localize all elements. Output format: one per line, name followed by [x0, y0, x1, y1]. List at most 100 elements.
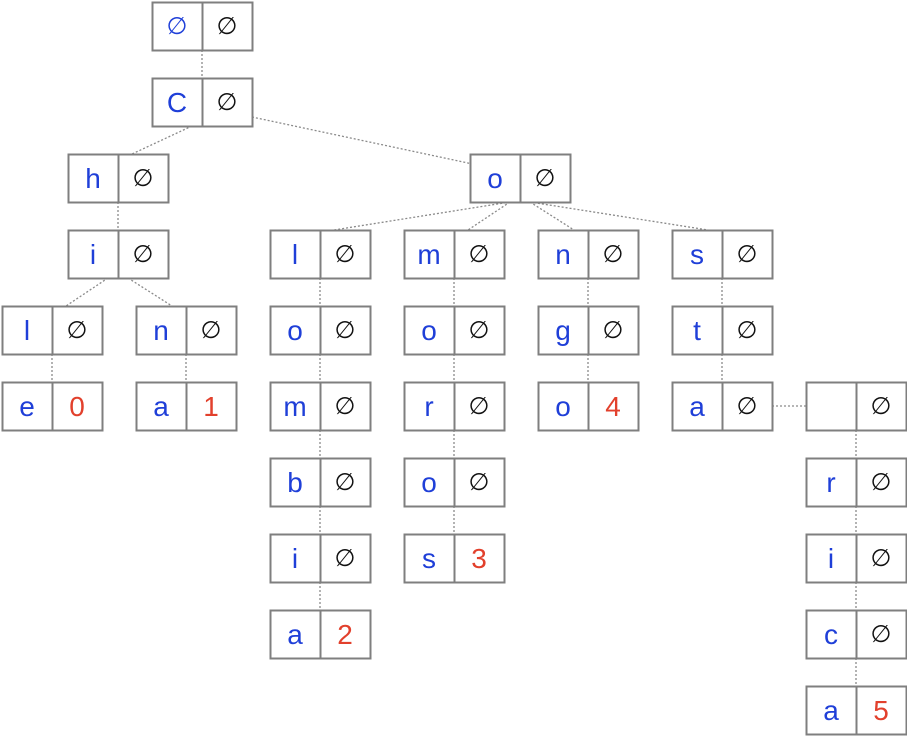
trie-node-s3: a∅ — [671, 381, 774, 432]
trie-node-hil: l∅ — [1, 305, 104, 356]
key-cell — [269, 229, 322, 280]
key-cell — [671, 381, 724, 432]
value-cell — [185, 381, 238, 432]
value-cell — [855, 533, 907, 584]
key-cell — [269, 533, 322, 584]
key-label: r — [424, 391, 433, 422]
key-cell — [67, 229, 120, 280]
null-value-label: ∅ — [871, 545, 892, 572]
trie-node-m3: r∅ — [403, 381, 506, 432]
null-value-label: ∅ — [535, 165, 556, 192]
key-label: e — [19, 391, 35, 422]
key-label: o — [421, 315, 437, 346]
trie-node-m4: o∅ — [403, 457, 506, 508]
null-value-label: ∅ — [335, 393, 356, 420]
trie-node-l5: i∅ — [269, 533, 372, 584]
null-value-label: ∅ — [217, 13, 238, 40]
trie-node-l1: l∅ — [269, 229, 372, 280]
key-label: n — [153, 315, 169, 346]
trie-node-r1: r∅ — [805, 457, 907, 508]
key-label: s — [690, 239, 704, 270]
value-cell — [855, 381, 907, 432]
null-value-label: ∅ — [67, 317, 88, 344]
value-label: 0 — [69, 391, 85, 422]
value-cell — [721, 305, 774, 356]
null-value-label: ∅ — [871, 621, 892, 648]
value-cell — [185, 305, 238, 356]
key-label: t — [693, 315, 701, 346]
value-cell — [117, 153, 170, 204]
key-cell — [151, 1, 204, 52]
trie-node-h: h∅ — [67, 153, 170, 204]
key-label: o — [287, 315, 303, 346]
edge-C-h — [131, 125, 193, 155]
null-value-label: ∅ — [871, 393, 892, 420]
key-label: o — [487, 163, 503, 194]
trie-node-hi: i∅ — [67, 229, 170, 280]
value-cell — [453, 229, 506, 280]
value-cell — [319, 533, 372, 584]
key-label: a — [287, 619, 303, 650]
key-cell — [403, 457, 456, 508]
null-value-label: ∅ — [133, 241, 154, 268]
value-cell — [201, 1, 254, 52]
key-label: ∅ — [167, 13, 188, 40]
key-cell — [805, 533, 858, 584]
trie-node-m2: o∅ — [403, 305, 506, 356]
value-cell — [721, 229, 774, 280]
trie-node-l4: b∅ — [269, 457, 372, 508]
null-value-label: ∅ — [737, 393, 758, 420]
key-label: s — [422, 543, 436, 574]
key-cell — [805, 381, 858, 432]
value-cell — [201, 77, 254, 128]
trie-node-s2: t∅ — [671, 305, 774, 356]
null-value-label: ∅ — [469, 241, 490, 268]
trie-node-m1: m∅ — [403, 229, 506, 280]
null-value-label: ∅ — [603, 241, 624, 268]
trie-node-l2: o∅ — [269, 305, 372, 356]
edge-hi-hin — [127, 277, 173, 307]
null-value-label: ∅ — [737, 241, 758, 268]
key-label: i — [90, 239, 96, 270]
key-cell — [805, 685, 858, 736]
null-value-label: ∅ — [133, 165, 154, 192]
value-cell — [855, 685, 907, 736]
value-cell — [587, 229, 640, 280]
key-label: C — [167, 87, 187, 118]
key-cell — [135, 305, 188, 356]
trie-node-r3: c∅ — [805, 609, 907, 660]
null-value-label: ∅ — [871, 469, 892, 496]
edge-o-m1 — [467, 201, 511, 231]
trie-node-hin: n∅ — [135, 305, 238, 356]
null-value-label: ∅ — [335, 241, 356, 268]
key-label: b — [287, 467, 303, 498]
key-cell — [67, 153, 120, 204]
value-cell — [855, 457, 907, 508]
value-cell — [319, 381, 372, 432]
value-cell — [319, 229, 372, 280]
key-label: i — [292, 543, 298, 574]
trie-node-n1: n∅ — [537, 229, 640, 280]
key-cell — [671, 305, 724, 356]
key-label: a — [823, 695, 839, 726]
trie-node-l3: m∅ — [269, 381, 372, 432]
value-cell — [453, 533, 506, 584]
value-cell — [587, 381, 640, 432]
key-label: c — [824, 619, 838, 650]
edges-layer — [51, 50, 857, 686]
key-label: o — [421, 467, 437, 498]
key-cell — [269, 609, 322, 660]
null-value-label: ∅ — [201, 317, 222, 344]
key-cell — [537, 381, 590, 432]
key-label: l — [292, 239, 298, 270]
edge-o-s1 — [529, 201, 709, 231]
trie-node-r2: i∅ — [805, 533, 907, 584]
null-value-label: ∅ — [335, 469, 356, 496]
value-label: 3 — [471, 543, 487, 574]
